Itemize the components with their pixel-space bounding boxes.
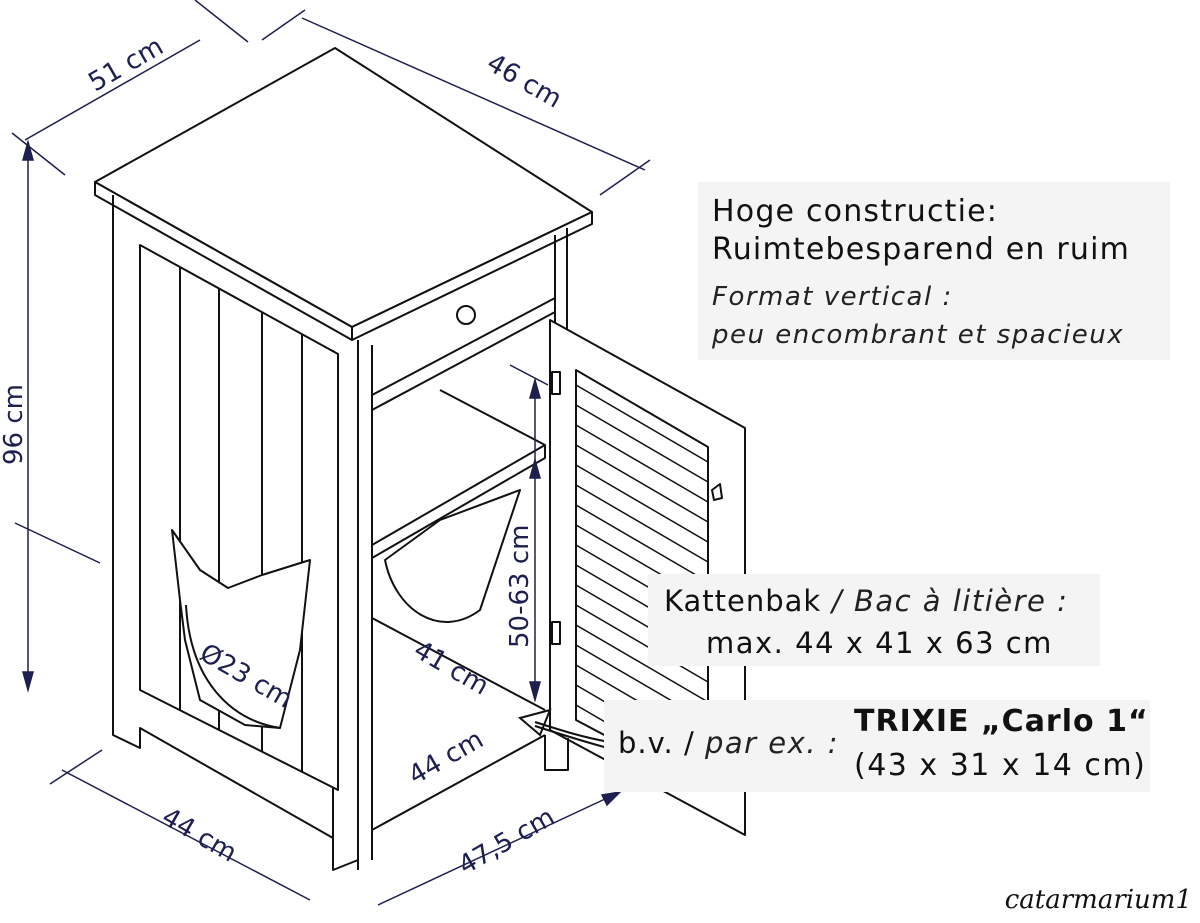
example-size: (43 x 31 x 14 cm): [854, 748, 1147, 783]
dim-label-44cm-inner: 44 cm: [404, 725, 489, 791]
title-nl-line1: Hoge constructie:: [712, 194, 999, 229]
dim-label-51cm: 51 cm: [84, 32, 169, 98]
dim-51cm: [11, 0, 249, 176]
example-callout: b.v. / par ex. : TRIXIE „Carlo 1“ (43 x …: [604, 700, 1150, 792]
dim-50-63cm: [509, 364, 549, 703]
dim-44cm-base: [49, 749, 311, 901]
cabinet-front-frame: [357, 228, 568, 870]
title-nl-line2: Ruimtebesparend en ruim: [712, 232, 1131, 267]
dim-label-96cm: 96 cm: [0, 384, 29, 465]
signature: catarmarium1: [1004, 885, 1192, 915]
dim-label-47-5cm: 47,5 cm: [454, 802, 561, 881]
feature-callout: Hoge constructie: Ruimtebesparend en rui…: [698, 182, 1170, 360]
cabinet-top: [94, 47, 593, 341]
litter-sep: /: [821, 584, 854, 618]
litter-box-callout: Kattenbak / Bac à litière : max. 44 x 41…: [648, 574, 1100, 666]
title-fr-line2: peu encombrant et spacieux: [712, 320, 1125, 350]
dim-label-50-63cm: 50-63 cm: [505, 525, 535, 648]
title-fr-line1: Format vertical :: [712, 282, 953, 312]
dim-96cm: [14, 139, 101, 693]
litter-max-size: max. 44 x 41 x 63 cm: [706, 626, 1053, 660]
example-product: TRIXIE „Carlo 1“: [854, 704, 1149, 739]
litter-nl: Kattenbak: [664, 584, 822, 618]
litter-fr: Bac à litière :: [853, 584, 1069, 618]
cat-door-flap: [171, 529, 311, 729]
example-nl: b.v. /: [618, 726, 705, 760]
litter-label: Kattenbak / Bac à litière :: [664, 584, 1068, 618]
dim-46cm: [261, 9, 651, 196]
dim-47-5cm: [377, 790, 623, 906]
pointer-arrow: [517, 708, 611, 749]
dim-label-44cm-base: 44 cm: [157, 802, 242, 868]
example-label: b.v. / par ex. :: [618, 726, 839, 760]
dim-label-41cm: 41 cm: [409, 635, 494, 701]
dim-label-46cm: 46 cm: [482, 48, 567, 114]
example-fr: par ex. :: [704, 726, 839, 760]
